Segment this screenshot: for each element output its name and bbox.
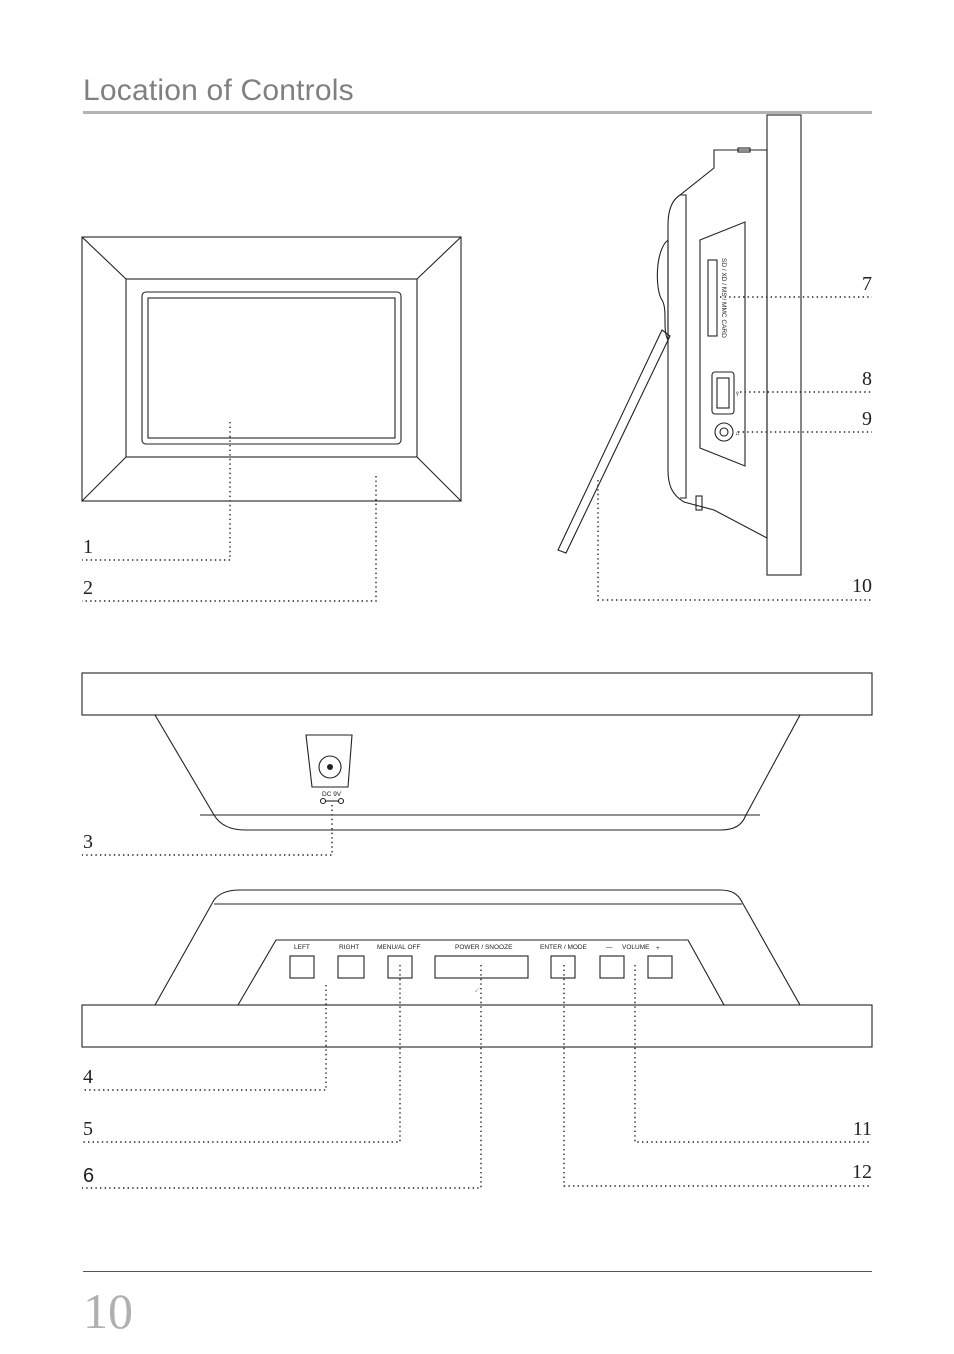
alarm-icon: ☄ [475, 985, 481, 994]
front-view [81, 236, 462, 502]
callout-4: 4 [83, 1066, 93, 1088]
side-frame-edge [766, 114, 802, 576]
callout-10: 10 [852, 575, 872, 597]
usb-port [711, 371, 735, 415]
leader-lines [82, 296, 872, 1189]
callout-numbers: 1 2 3 4 5 6 7 8 9 10 11 12 [83, 273, 872, 1187]
volume-plus-label: + [656, 945, 660, 952]
volume-minus-label: — [606, 944, 613, 951]
menu-button-label: MENU/AL OFF [377, 944, 420, 951]
side-view: SD / XD / MS / MMC CARD ⫯ ♫ [557, 114, 802, 576]
callout-3: 3 [83, 831, 93, 853]
enter-button[interactable] [550, 955, 576, 979]
callout-1: 1 [83, 536, 93, 558]
title-divider [83, 111, 872, 114]
side-body [667, 149, 768, 539]
card-slot [707, 259, 718, 337]
top-frame-bar [81, 672, 873, 716]
enter-button-label: ENTER / MODE [540, 944, 588, 951]
button-frame-bar [81, 1004, 873, 1048]
callout-8: 8 [862, 368, 872, 390]
power-button[interactable] [434, 955, 529, 979]
page-number: 10 [83, 1283, 133, 1339]
power-button-label: POWER / SNOOZE [455, 944, 513, 951]
dc-jack-housing [305, 734, 353, 788]
volume-up-button[interactable] [647, 955, 673, 979]
volume-down-button[interactable] [599, 955, 625, 979]
callout-9: 9 [862, 408, 872, 430]
dc-jack [318, 755, 342, 779]
dc-label: DC 9V [322, 791, 342, 798]
top-view: DC 9V [81, 672, 873, 831]
front-frame-inner [125, 278, 418, 458]
callout-12: 12 [852, 1161, 872, 1183]
button-view: LEFT RIGHT MENU/AL OFF POWER / SNOOZE ☄ … [81, 889, 873, 1048]
right-button[interactable] [337, 955, 365, 979]
page-title: Location of Controls [83, 74, 354, 107]
right-button-label: RIGHT [339, 944, 359, 951]
button-body [154, 889, 801, 1006]
callout-11: 11 [853, 1118, 872, 1140]
lcd-screen [147, 297, 396, 439]
audio-jack [714, 422, 734, 442]
callout-6: 6 [83, 1165, 94, 1187]
stand-leg [557, 329, 671, 554]
top-body [154, 714, 801, 831]
callout-5: 5 [83, 1118, 93, 1140]
left-button-label: LEFT [294, 944, 310, 951]
menu-button[interactable] [387, 955, 413, 979]
stand-hinge [656, 238, 669, 342]
card-slot-label: SD / XD / MS / MMC CARD [720, 258, 727, 338]
side-port-panel [699, 221, 746, 467]
left-button[interactable] [289, 955, 315, 979]
usb-icon: ⫯ [736, 391, 739, 398]
callout-7: 7 [862, 273, 872, 295]
screen-bezel [141, 291, 402, 445]
front-frame-outer [81, 236, 462, 502]
footer-divider [83, 1271, 872, 1272]
headphone-icon: ♫ [735, 430, 740, 437]
dc-polarity-icon [319, 797, 345, 805]
callout-2: 2 [83, 577, 93, 599]
volume-label: VOLUME [622, 944, 650, 951]
